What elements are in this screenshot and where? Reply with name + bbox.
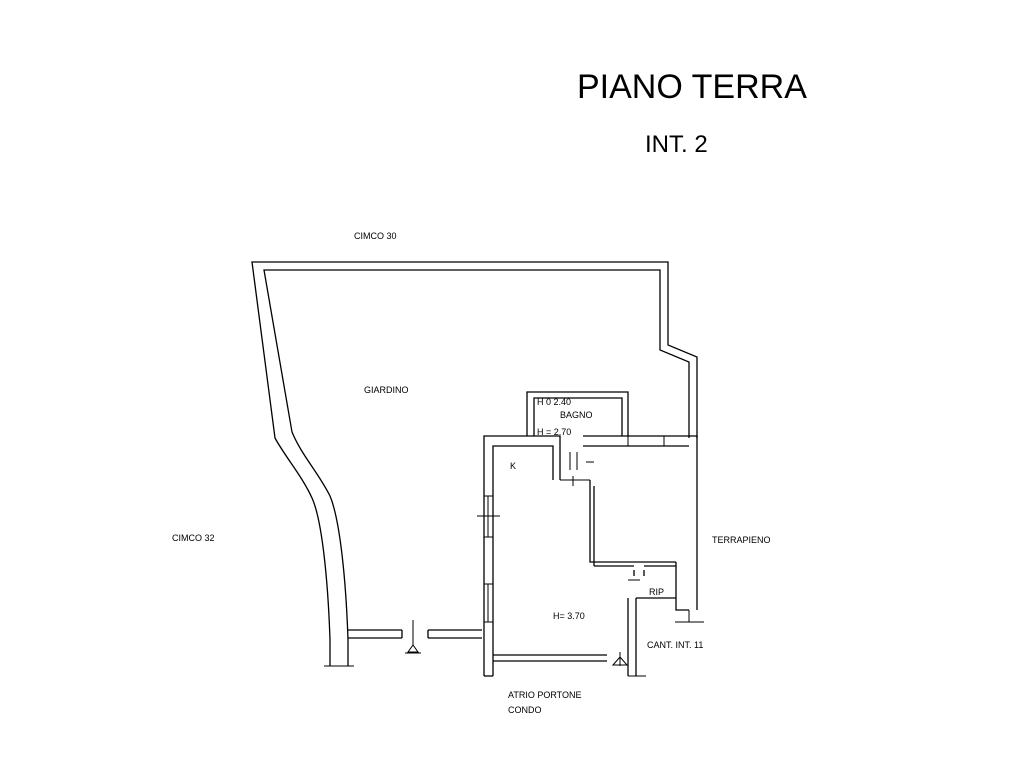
east-terrapieno-label: TERRAPIENO: [712, 535, 771, 545]
storage-label: RIP: [649, 587, 664, 597]
room-height-label: H= 3.70: [553, 611, 585, 621]
cellar-label: CANT. INT. 11: [647, 640, 703, 650]
interior-partitions: [560, 452, 704, 677]
west-wall-windows: [477, 495, 500, 623]
plan-subtitle: INT. 2: [645, 131, 708, 158]
apartment-walls: [483, 435, 698, 677]
bathroom-walls: [526, 391, 629, 436]
garden-front-wall: [324, 629, 482, 667]
garden-gate-icon: [405, 620, 421, 654]
entrance-door-icon: [611, 652, 629, 666]
bath-label: BAGNO: [560, 410, 593, 420]
entrance-label-line1: ATRIO PORTONE: [508, 690, 582, 700]
west-neighbor-label: CIMCO 32: [172, 533, 215, 543]
plan-title: PIANO TERRA: [577, 68, 807, 106]
bath-floor-height-label: H = 2.70: [537, 427, 571, 437]
entrance-label-line2: CONDO: [508, 705, 542, 715]
garden-perimeter-wall: [251, 261, 698, 666]
north-neighbor-label: CIMCO 30: [354, 231, 397, 241]
kitchen-label: K: [510, 461, 516, 471]
bath-height-label: H 0 2.40: [537, 397, 571, 407]
garden-label: GIARDINO: [364, 385, 409, 395]
